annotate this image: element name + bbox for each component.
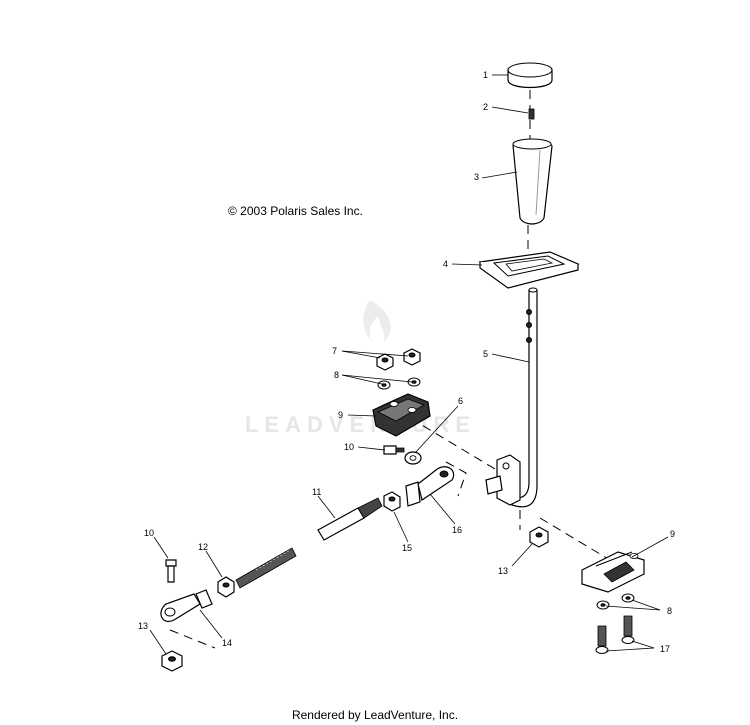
callout-9-upper: 9 <box>338 410 343 420</box>
callout-15: 15 <box>402 543 412 553</box>
part-washers-upper <box>377 377 421 390</box>
callout-13-center: 13 <box>498 566 508 576</box>
callout-10-lower: 10 <box>144 528 154 538</box>
part-jam-nut <box>217 576 235 598</box>
part-nut-center <box>529 526 549 548</box>
callout-11: 11 <box>312 487 321 497</box>
callout-8-lower: 8 <box>667 606 672 616</box>
callout-1: 1 <box>483 70 488 80</box>
callout-12: 12 <box>198 542 208 552</box>
part-threaded-rod <box>317 497 383 541</box>
part-nut-lower-left <box>161 650 183 672</box>
callout-16: 16 <box>452 525 462 535</box>
part-washers-lower <box>596 593 635 610</box>
leadventure-watermark: LEADVENTURE <box>245 300 476 437</box>
flame-logo-icon <box>363 300 391 342</box>
callout-4: 4 <box>443 259 448 269</box>
leader-lines <box>149 74 669 655</box>
callout-9-lower: 9 <box>670 529 675 539</box>
callout-14: 14 <box>222 638 232 648</box>
part-washer <box>404 451 422 465</box>
part-boot-plate <box>478 251 580 289</box>
part-nut-15 <box>383 491 401 512</box>
callout-6: 6 <box>458 396 463 406</box>
callout-5: 5 <box>483 349 488 359</box>
part-bolt-lower <box>165 559 177 583</box>
part-screws <box>595 615 635 654</box>
part-set-screw <box>528 108 535 120</box>
part-link-rod <box>235 547 297 589</box>
callout-8-upper: 8 <box>334 370 339 380</box>
callout-2: 2 <box>483 102 488 112</box>
callout-10-upper: 10 <box>344 442 354 452</box>
part-bolt-upper <box>383 445 405 455</box>
copyright-notice: © 2003 Polaris Sales Inc. <box>228 204 363 218</box>
part-nuts-upper <box>376 348 421 371</box>
part-rod-end-lower <box>160 589 213 622</box>
footer-credit: Rendered by LeadVenture, Inc. <box>291 708 459 722</box>
part-rod-end <box>405 466 455 507</box>
callout-labels: 1 2 3 4 5 6 7 8 9 10 11 15 16 10 12 13 1… <box>138 70 675 654</box>
part-shift-lever <box>485 287 538 508</box>
callout-17: 17 <box>660 644 670 654</box>
part-bracket-upper <box>372 393 431 437</box>
callout-13-lower-left: 13 <box>138 621 148 631</box>
part-knob <box>507 62 553 89</box>
callout-3: 3 <box>474 172 479 182</box>
part-bracket-lower <box>581 551 645 593</box>
watermark-text: LEADVENTURE <box>245 412 476 437</box>
callout-7: 7 <box>332 346 337 356</box>
part-shift-handle <box>512 138 553 225</box>
